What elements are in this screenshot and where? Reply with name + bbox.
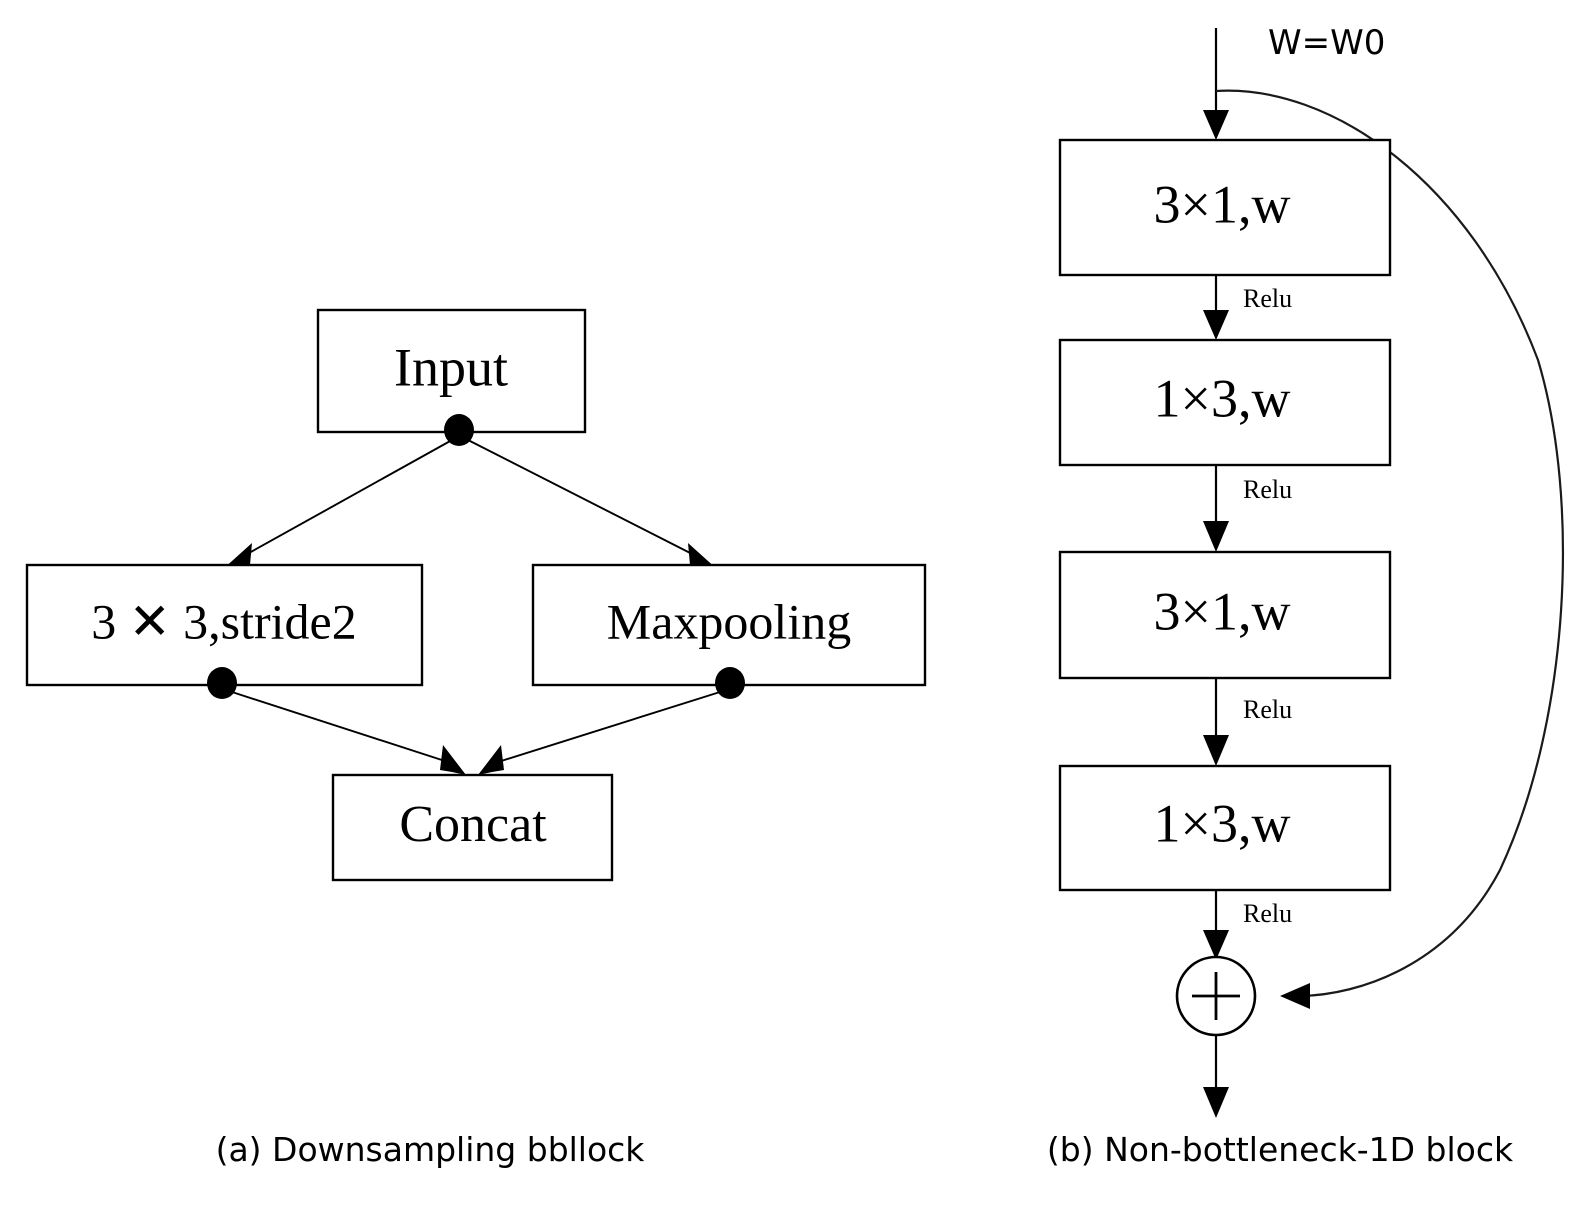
- node-maxpooling-rect: [531, 563, 927, 687]
- node-conv-stride2-rect: [25, 563, 424, 687]
- node-input-label: Input: [394, 337, 508, 397]
- panel-b-group: W=W0 3×1,w Relu 1×3,w: [1058, 23, 1564, 1118]
- arrow-head-concat-right: [478, 745, 504, 775]
- node-maxpooling-label: Maxpooling: [607, 593, 851, 649]
- caption-panel-a: (a) Downsampling bbllock: [216, 1130, 646, 1169]
- node-conv-3x1-b-rect: [1058, 550, 1392, 680]
- edge-maxpool-to-concat: [478, 691, 721, 775]
- node-conv-3x1-a-rect: [1058, 138, 1392, 277]
- node-conv-3x1-b[interactable]: 3×1,w: [1058, 550, 1392, 680]
- edge-block2-to-block3: [1203, 465, 1229, 552]
- arrow-head-block2: [1203, 310, 1229, 340]
- node-maxpooling[interactable]: Maxpooling: [531, 563, 927, 687]
- node-conv-1x3-a[interactable]: 1×3,w: [1058, 338, 1392, 467]
- node-conv-1x3-b-label: 1×3,w: [1154, 793, 1291, 853]
- edge-label-relu-3: Relu: [1243, 695, 1292, 724]
- node-input[interactable]: Input: [316, 308, 587, 434]
- edge-conv-to-concat: [231, 691, 466, 775]
- junction-dot-conv: [207, 667, 237, 699]
- node-conv-1x3-a-rect: [1058, 338, 1392, 467]
- node-conv-1x3-a-label: 1×3,w: [1154, 368, 1291, 428]
- edge-block4-to-sum: [1203, 890, 1229, 960]
- arrow-head-block3: [1203, 521, 1229, 552]
- node-concat-label: Concat: [399, 796, 547, 853]
- node-input-rect: [316, 308, 587, 434]
- node-conv-3x1-a-label: 3×1,w: [1154, 174, 1291, 234]
- edge-sum-to-output: [1203, 1035, 1229, 1118]
- node-concat-rect: [331, 773, 614, 882]
- edge-label-relu-4: Relu: [1243, 899, 1292, 928]
- node-conv-1x3-b[interactable]: 1×3,w: [1058, 764, 1392, 892]
- node-conv-stride2-label: 3 ✕ 3,stride2: [91, 593, 356, 649]
- arrow-head-concat-left: [440, 745, 466, 775]
- edge-input-to-block1: [1203, 28, 1229, 140]
- node-conv-3x1-a[interactable]: 3×1,w: [1058, 138, 1392, 277]
- edge-block1-to-block2: [1203, 275, 1229, 340]
- arrow-head-block4: [1203, 735, 1229, 766]
- input-width-label: W=W0: [1268, 23, 1385, 63]
- node-conv-stride2[interactable]: 3 ✕ 3,stride2: [25, 563, 424, 687]
- junction-dot-maxpool: [715, 667, 745, 699]
- panel-a-group: Input 3 ✕ 3,stride2: [25, 308, 927, 882]
- arrow-head-sum: [1203, 930, 1229, 960]
- edge-input-to-maxpool: [467, 439, 718, 570]
- arrow-head-skip: [1280, 983, 1310, 1009]
- junction-dot-input: [444, 414, 474, 446]
- node-concat[interactable]: Concat: [331, 773, 614, 882]
- node-conv-1x3-b-rect: [1058, 764, 1392, 892]
- edge-label-relu-2: Relu: [1243, 475, 1292, 504]
- node-conv-3x1-b-label: 3×1,w: [1154, 581, 1291, 641]
- arrow-head-output: [1203, 1087, 1229, 1118]
- edge-label-relu-1: Relu: [1243, 284, 1292, 313]
- edge-block3-to-block4: [1203, 678, 1229, 766]
- node-sum[interactable]: [1175, 955, 1257, 1037]
- caption-panel-b: (b) Non-bottleneck-1D block: [1047, 1130, 1514, 1169]
- edge-input-to-conv: [222, 439, 453, 570]
- arrow-head-block1: [1203, 110, 1229, 140]
